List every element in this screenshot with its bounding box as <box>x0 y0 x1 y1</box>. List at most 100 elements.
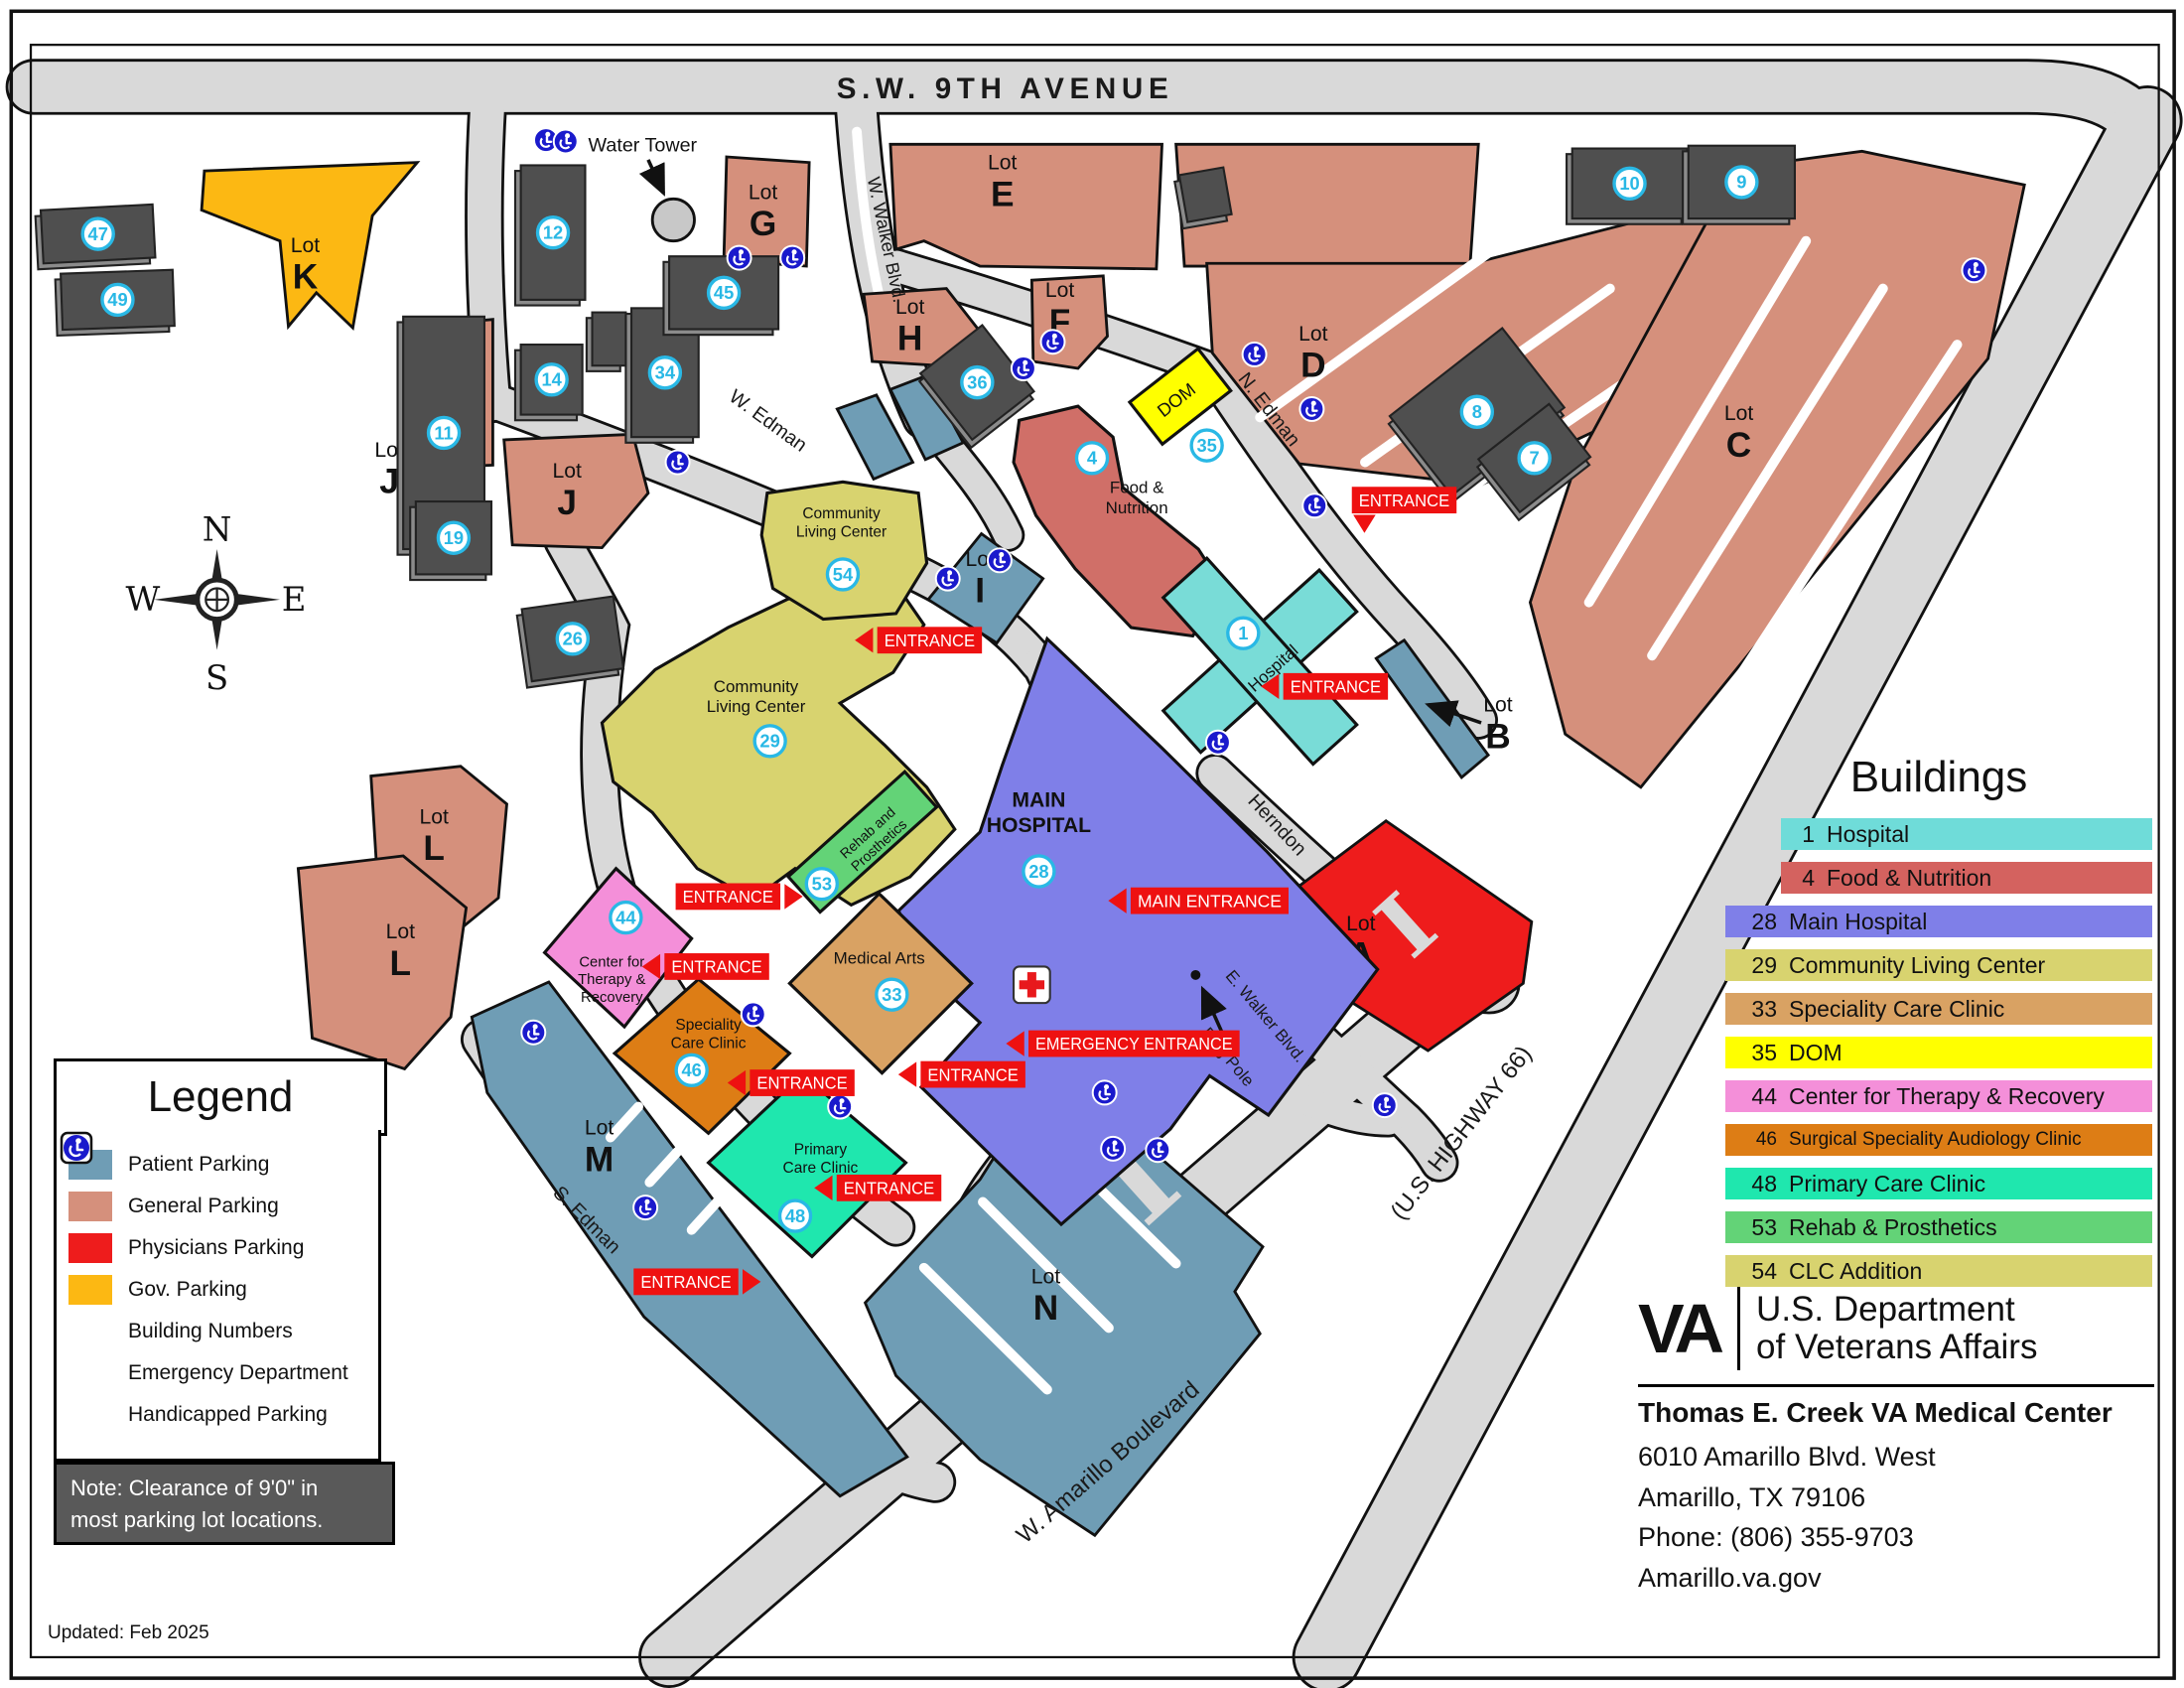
badge-arrow-icon <box>1261 673 1280 699</box>
building-name: Living Center <box>796 524 887 541</box>
badge-label: MAIN ENTRANCE <box>1138 891 1282 911</box>
handicapped-parking-icon <box>1091 1079 1118 1106</box>
building-face <box>1177 166 1233 223</box>
number-text: 48 <box>785 1205 805 1226</box>
number-text: 49 <box>107 289 127 310</box>
building-name: Center for <box>579 954 644 970</box>
building-list-name: Center for Therapy & Recovery <box>1789 1082 2105 1109</box>
lot-letter: J <box>379 463 399 501</box>
building-shape <box>759 480 929 622</box>
badge-label: ENTRANCE <box>885 631 975 650</box>
va-block: VA U.S. Department of Veterans Affairs T… <box>1638 1287 2164 1598</box>
handicapped-parking-icon <box>986 547 1013 574</box>
lot-letter: N <box>1033 1289 1058 1328</box>
building-number-26: 26 <box>555 622 590 656</box>
building-shape <box>706 1071 908 1259</box>
building-list-number: 48 <box>1751 1170 1777 1196</box>
number-text: 45 <box>714 282 734 303</box>
number-text: 10 <box>1619 173 1639 194</box>
badge-arrow-icon <box>727 1069 747 1096</box>
updated-date: Updated: Feb 2025 <box>48 1622 209 1643</box>
building-number-49: 49 <box>100 282 135 318</box>
inner-border <box>29 44 2160 1659</box>
building-14 <box>513 343 584 422</box>
parking-lot-area <box>887 373 966 462</box>
number-text: 19 <box>444 527 464 548</box>
building-list-number: 35 <box>1751 1039 1777 1065</box>
badge-label: ENTRANCE <box>683 887 773 907</box>
lot-shape <box>722 155 811 268</box>
address-line: Amarillo.va.gov <box>1638 1562 1822 1593</box>
lot-letter: H <box>897 320 922 358</box>
lot-letter: M <box>585 1140 614 1179</box>
building-list-name: DOM <box>1789 1039 1843 1065</box>
building-name: MAIN <box>1012 789 1065 812</box>
lot-letter: E <box>991 175 1015 213</box>
legend-item-label: Handicapped Parking <box>128 1403 328 1426</box>
lot-letter: L <box>390 944 412 983</box>
building-name: Living Center <box>707 697 806 716</box>
number-text: 26 <box>563 629 583 649</box>
building-number-46: 46 <box>674 1053 709 1088</box>
parking-lane <box>1255 235 1510 423</box>
number-circle <box>426 415 462 451</box>
handicapped-parking-icon <box>664 449 691 476</box>
building-list-name: Primary Care Clinic <box>1789 1170 1986 1196</box>
lot-label: Lot <box>895 296 925 319</box>
badge-box <box>1283 672 1389 700</box>
emergency-department-icon <box>1012 965 1051 1005</box>
building-list-name: CLC Addition <box>1789 1257 1923 1284</box>
badge-box <box>633 1268 739 1296</box>
badge-arrow-icon <box>855 628 874 653</box>
compass-s: S <box>205 658 228 697</box>
building-list-name: Rehab & Prosthetics <box>1789 1213 1997 1240</box>
legend-item-physician: Physicians Parking <box>57 1227 378 1269</box>
number-circle <box>647 355 683 390</box>
va-divider <box>1737 1287 1741 1370</box>
building-number-8: 8 <box>1459 394 1495 429</box>
number-circle <box>436 520 472 555</box>
building-number-28: 28 <box>1022 854 1056 889</box>
parking-lane <box>918 1262 1052 1395</box>
badge-box <box>750 1069 855 1096</box>
building-list-name: Main Hospital <box>1789 908 1928 934</box>
legend-item-general: General Parking <box>57 1186 378 1227</box>
building-number-34: 34 <box>647 355 683 390</box>
building-face <box>591 311 627 367</box>
number-text: 35 <box>1196 435 1216 456</box>
number-circle <box>706 275 742 311</box>
handicapped-parking-icon <box>1145 1137 1171 1164</box>
building-name: Primary <box>794 1141 848 1158</box>
parking-lane <box>686 1194 725 1235</box>
lot-label: Lot <box>749 181 778 204</box>
entrance-badge: ENTRANCE <box>897 1060 1025 1088</box>
handicapped-parking-icon <box>1204 729 1231 756</box>
address-line: Phone: (806) 355-9703 <box>1638 1522 1914 1552</box>
handicapped-parking-icon <box>1371 1092 1398 1119</box>
parking-lane <box>978 1196 1114 1334</box>
number-text: 53 <box>812 874 832 895</box>
general-swatch <box>68 1192 112 1221</box>
badge-arrow-icon <box>743 1269 761 1295</box>
building-number-29: 29 <box>752 724 787 759</box>
legend-item-label: Gov. Parking <box>128 1278 247 1301</box>
building-shape <box>612 977 792 1136</box>
building-list-number: 46 <box>1755 1129 1777 1150</box>
building-number-54: 54 <box>825 557 861 592</box>
building-shape <box>542 866 694 1030</box>
lot-label: Lot <box>1045 279 1075 302</box>
building-name: Therapy & <box>578 972 645 988</box>
number-text: 4 <box>1087 448 1098 469</box>
lot-letter: L <box>423 829 445 868</box>
